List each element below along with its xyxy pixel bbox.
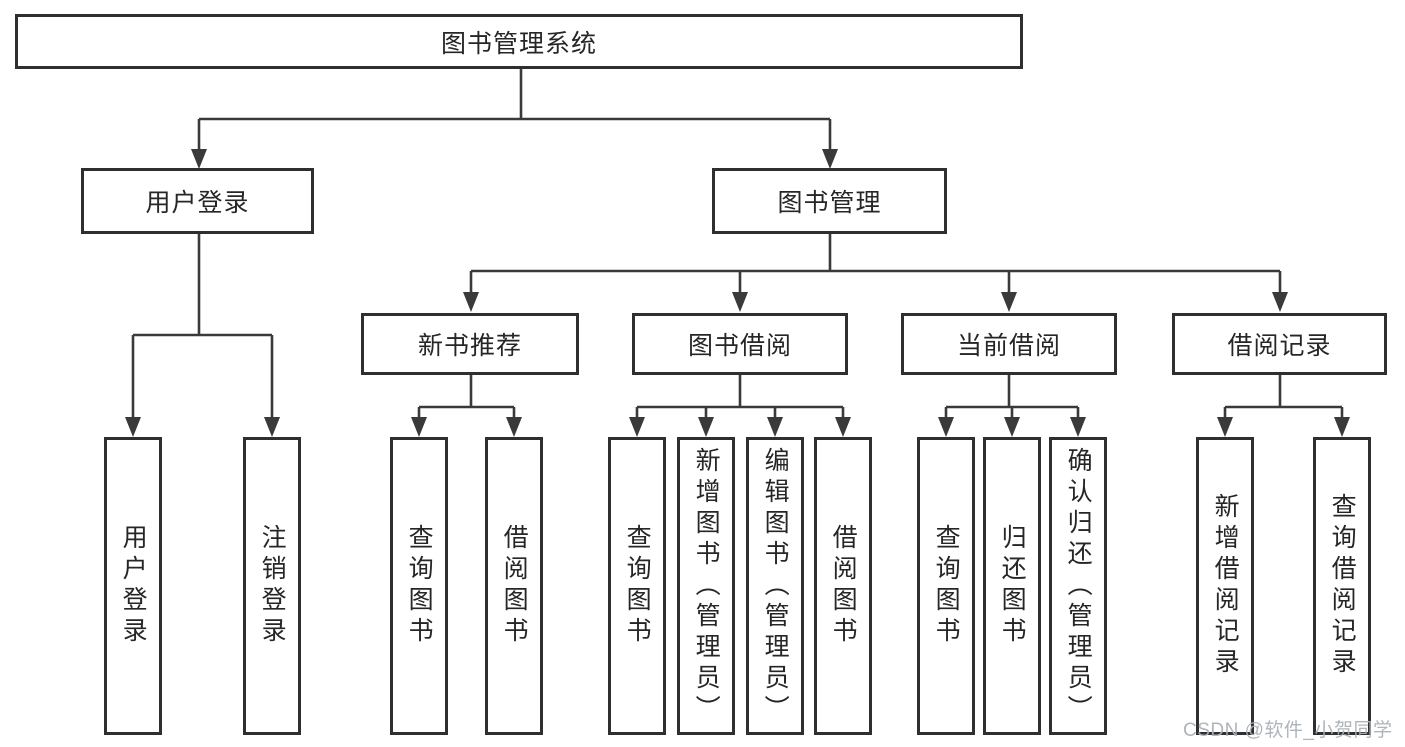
leaf-add-books-admin: 新增图书（管理员） [677,437,735,735]
leaf-confirm-return-admin: 确认归还（管理员） [1049,437,1107,735]
node-current-borrowing-label: 当前借阅 [956,332,1061,360]
leaf-add-borrow-record-label: 新增借阅记录 [1211,493,1240,679]
leaf-return-books-label: 归还图书 [998,524,1027,648]
leaf-query-borrow-record-label: 查询借阅记录 [1328,493,1357,679]
arrowheads [125,149,1350,437]
leaf-query-borrow-record: 查询借阅记录 [1313,437,1371,735]
leaf-user-login-label: 用户登录 [119,524,148,648]
node-new-book-recommend-label: 新书推荐 [417,332,522,360]
leaf-query-books-2-label: 查询图书 [623,524,652,648]
node-new-book-recommend: 新书推荐 [361,313,579,375]
node-book-management: 图书管理 [712,168,947,234]
leaf-return-books: 归还图书 [983,437,1041,735]
node-root-label: 图书管理系统 [440,29,597,58]
leaf-borrow-books-1-label: 借阅图书 [500,524,529,648]
leaf-user-login: 用户登录 [104,437,162,735]
leaf-logout-label: 注销登录 [258,524,287,648]
node-borrowing-records: 借阅记录 [1172,313,1387,375]
leaf-edit-books-admin-label: 编辑图书（管理员） [761,446,790,726]
node-current-borrowing: 当前借阅 [901,313,1117,375]
node-book-management-label: 图书管理 [777,189,882,217]
leaf-add-borrow-record: 新增借阅记录 [1196,437,1254,735]
leaf-query-books-3-label: 查询图书 [932,524,961,648]
csdn-watermark: CSDN @软件_小贺同学 [1183,720,1393,741]
leaf-edit-books-admin: 编辑图书（管理员） [746,437,804,735]
node-user-login: 用户登录 [81,168,314,234]
leaf-query-books-1: 查询图书 [390,437,448,735]
node-book-borrowing-label: 图书借阅 [687,332,792,360]
node-book-borrowing: 图书借阅 [632,313,848,375]
node-user-login-label: 用户登录 [145,189,250,217]
leaf-borrow-books-1: 借阅图书 [485,437,543,735]
leaf-add-books-admin-label: 新增图书（管理员） [692,446,721,726]
leaf-borrow-books-2-label: 借阅图书 [829,524,858,648]
node-borrowing-records-label: 借阅记录 [1227,332,1332,360]
leaf-query-books-1-label: 查询图书 [405,524,434,648]
leaf-borrow-books-2: 借阅图书 [814,437,872,735]
leaf-logout: 注销登录 [243,437,301,735]
node-root-system: 图书管理系统 [15,14,1023,69]
leaf-confirm-return-admin-label: 确认归还（管理员） [1064,446,1093,726]
leaf-query-books-2: 查询图书 [608,437,666,735]
leaf-query-books-3: 查询图书 [917,437,975,735]
